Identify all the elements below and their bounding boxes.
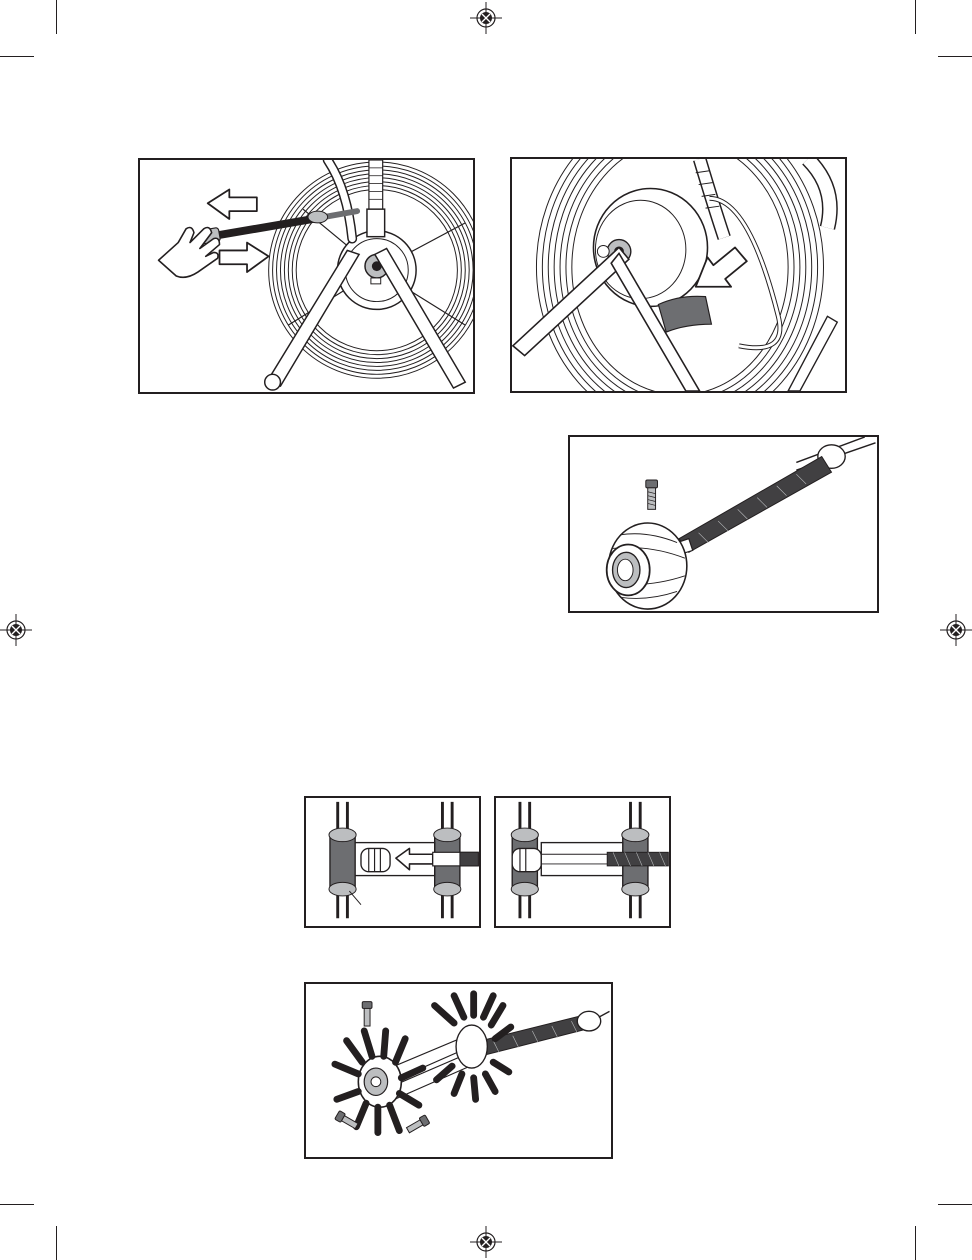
figure-camera-head-with-screw: [568, 435, 879, 613]
arrow-left-icon: [208, 189, 257, 218]
screw-icon: [646, 480, 658, 509]
crop-mark-bottom-left-h: [0, 1204, 34, 1205]
figure-reel-remove-skid: [138, 158, 475, 394]
crop-mark-top-right-h: [938, 56, 972, 57]
crop-mark-top-left-v: [56, 0, 57, 34]
crop-mark-top-left-h: [0, 56, 34, 57]
registration-mark-left-icon: [0, 614, 32, 646]
registration-mark-top-icon: [470, 2, 502, 34]
registration-mark-bottom-icon: [470, 1226, 502, 1258]
crop-mark-bottom-right-v: [915, 1226, 916, 1260]
crop-mark-bottom-right-h: [938, 1204, 972, 1205]
figure-reel-hub-closeup: [510, 157, 847, 393]
crop-mark-bottom-left-v: [56, 1226, 57, 1260]
crop-mark-top-right-v: [915, 0, 916, 34]
arrow-right-icon: [220, 243, 269, 272]
hand-icon: [159, 228, 220, 278]
figure-skid-cross-section-after: [494, 796, 671, 928]
figure-brush-skid-assembly: [304, 982, 613, 1159]
registration-mark-right-icon: [940, 614, 972, 646]
screw-icon: [362, 1002, 372, 1026]
figure-skid-cross-section-before: [304, 796, 481, 928]
